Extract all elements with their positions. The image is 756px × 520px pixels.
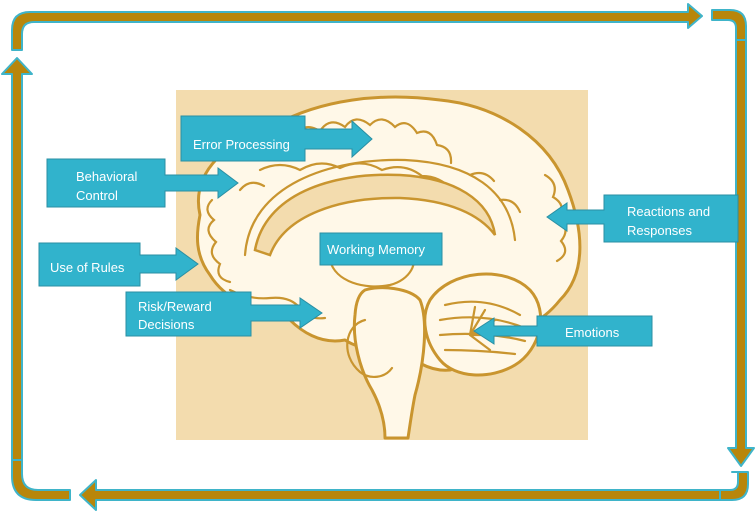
callout-reactions-responses-label-line2: Responses [627, 223, 693, 238]
callout-emotions-label: Emotions [565, 325, 620, 340]
frame-arrow-bottom-left [12, 460, 70, 500]
callout-behavioral-control-label-line2: Control [76, 188, 118, 203]
callout-use-of-rules: Use of Rules [39, 243, 198, 286]
callout-error-processing-label: Error Processing [193, 137, 290, 152]
callout-working-memory-label: Working Memory [327, 242, 426, 257]
frame-arrow-bottom-right [720, 472, 748, 500]
frame-arrow-top [12, 4, 702, 50]
callout-working-memory: Working Memory [320, 233, 442, 265]
frame-arrow-right [728, 40, 754, 466]
frame-arrow-right-top [712, 10, 746, 40]
callout-reactions-responses-label-line1: Reactions and [627, 204, 710, 219]
callout-risk-reward-label-line1: Risk/Reward [138, 299, 212, 314]
callout-use-of-rules-label: Use of Rules [50, 260, 125, 275]
callout-behavioral-control-label-line1: Behavioral [76, 169, 138, 184]
frame-arrow-bottom [80, 480, 720, 510]
cerebellum [425, 274, 541, 375]
callout-risk-reward-label-line2: Decisions [138, 317, 195, 332]
frame-arrow-left [2, 58, 32, 460]
